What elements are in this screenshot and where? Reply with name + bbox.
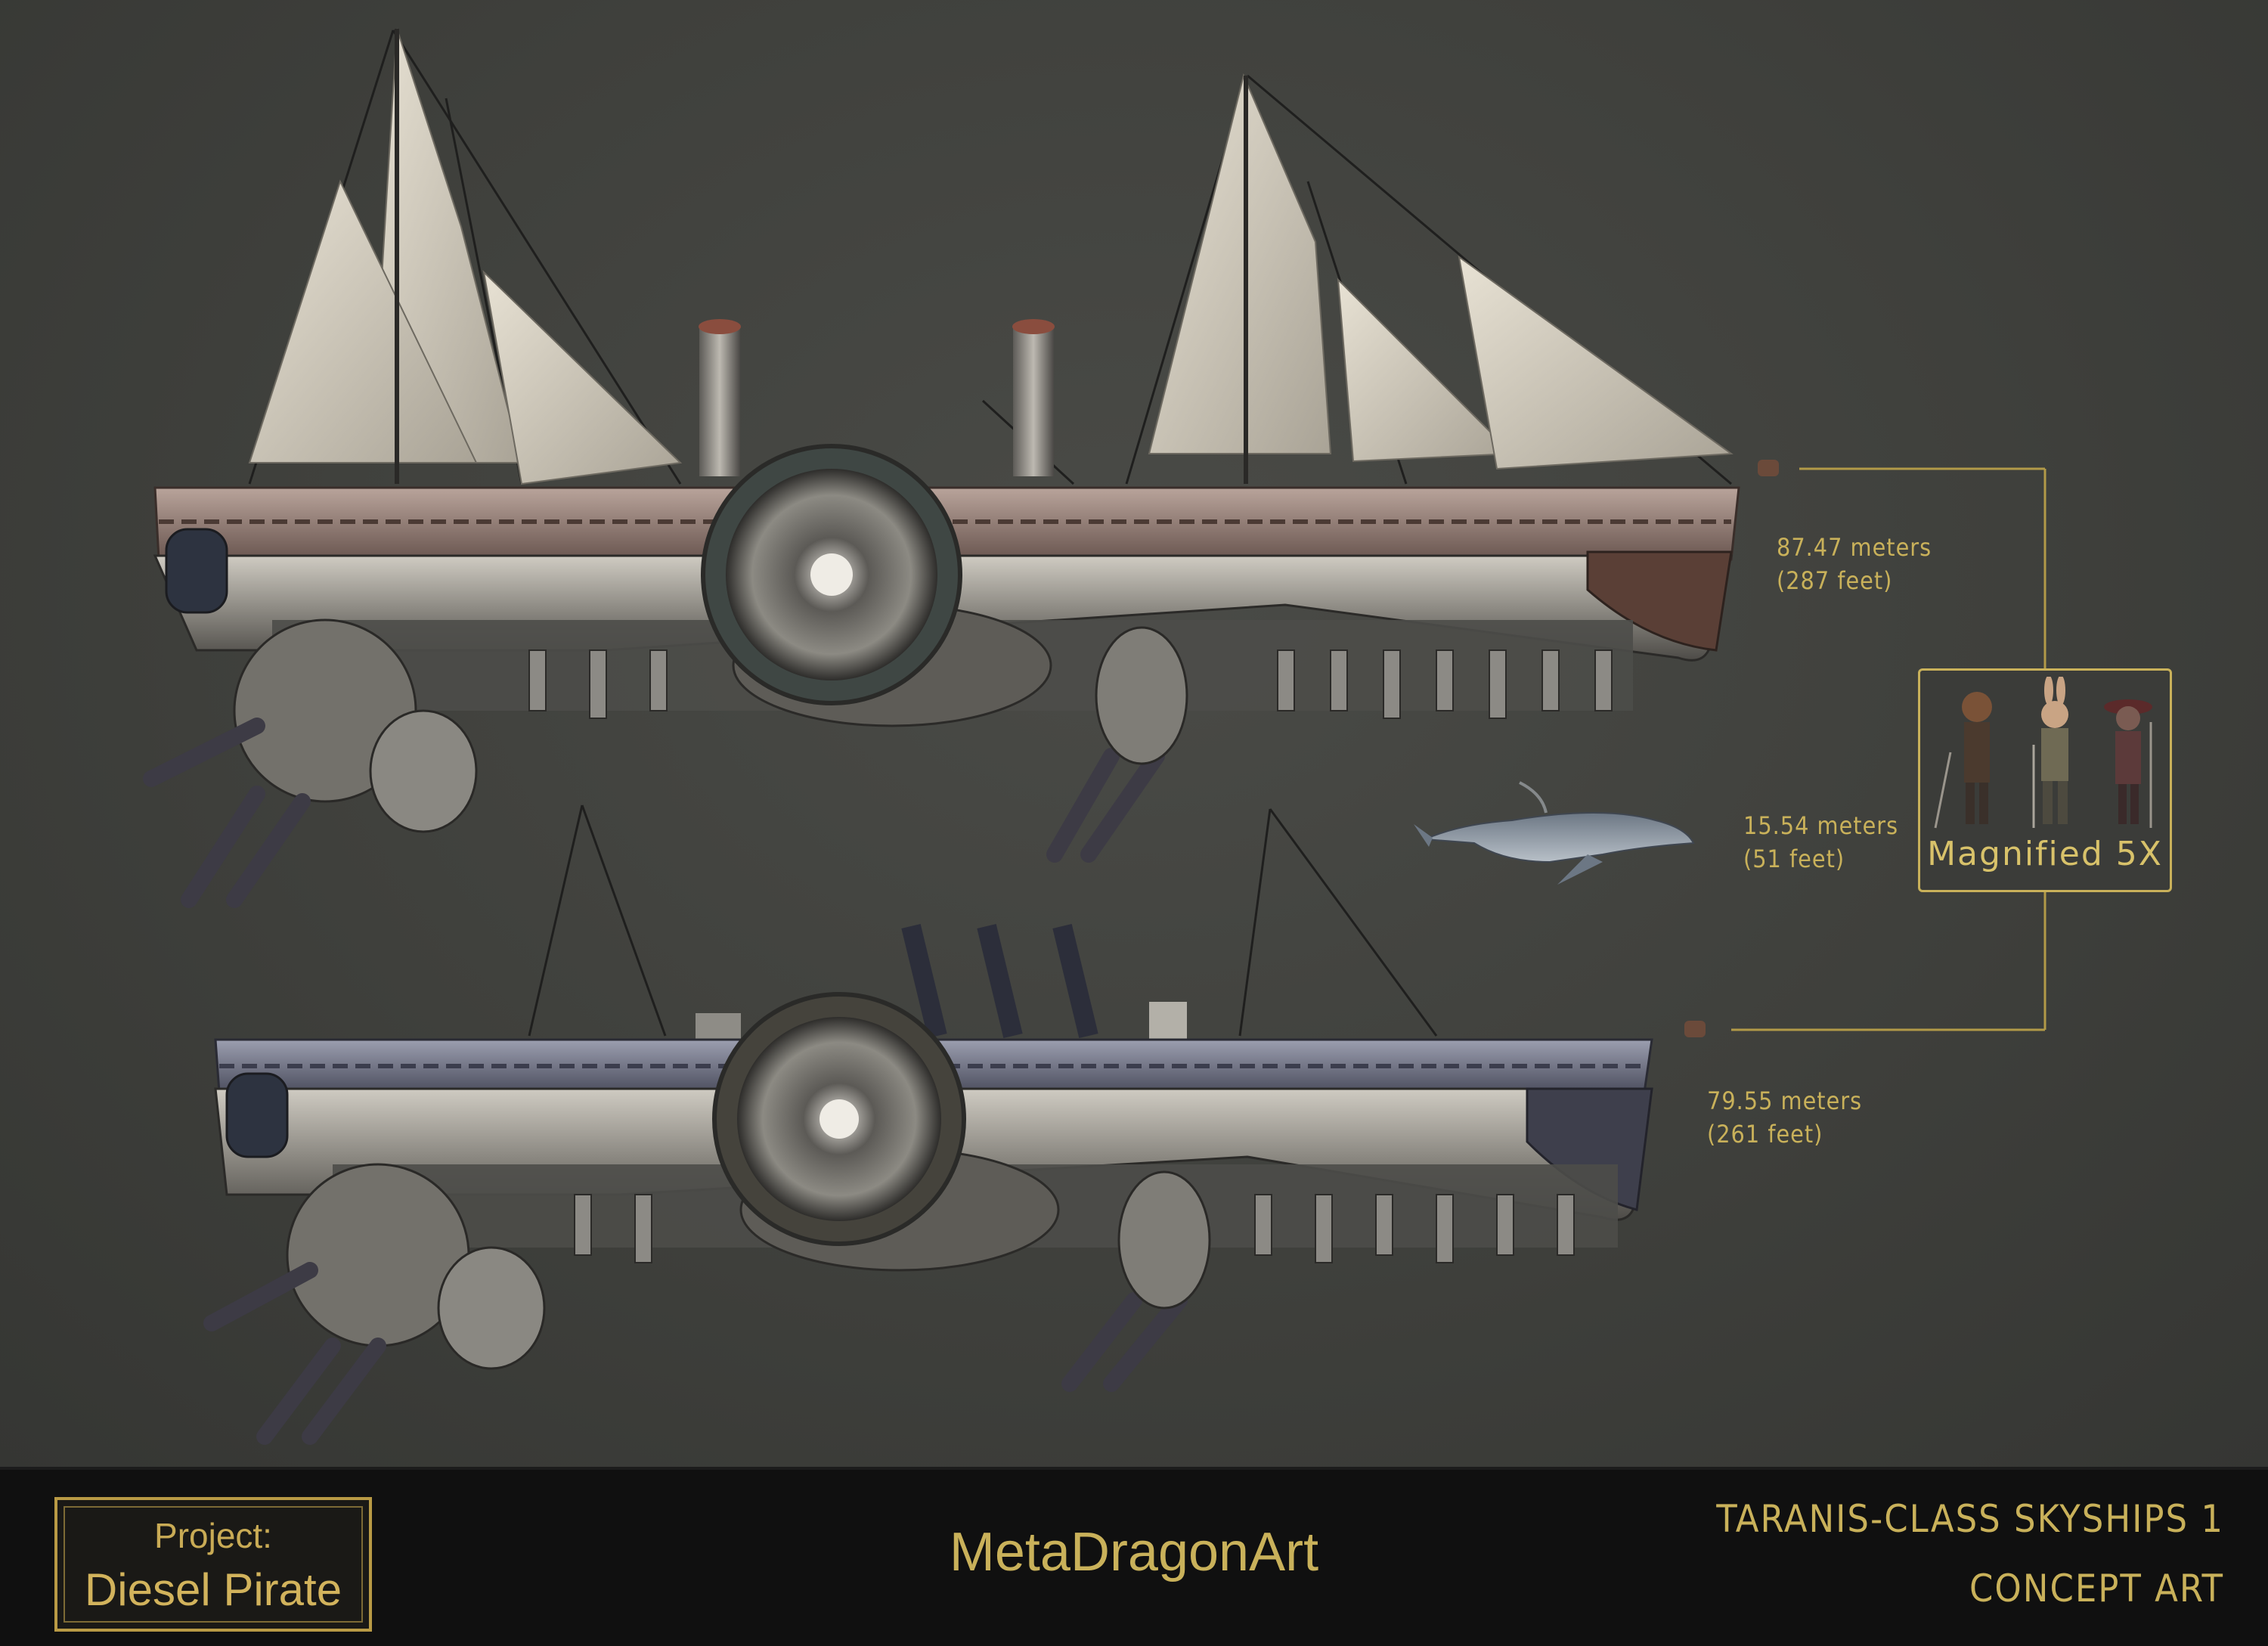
logo-line-2: Diesel Pirate [84,1564,342,1615]
measurement-meters: 79.55 meters [1707,1086,1863,1115]
scale-reference-box: Magnified 5X [1918,668,2172,892]
measurement-bottom-ship: 79.55 meters (261 feet) [1707,1084,1862,1151]
project-logo: Project: Diesel Pirate [54,1497,372,1632]
measurement-feet: (287 feet) [1777,566,1893,595]
measurement-feet: (261 feet) [1707,1120,1823,1148]
logo-line-1: Project: [154,1516,272,1555]
measurement-meters: 15.54 meters [1743,811,1899,840]
artwork-subtitle: CONCEPT ART [1969,1567,2224,1610]
artwork-canvas: 87.47 meters (287 feet) 15.54 meters (51… [0,0,2268,1467]
artwork-illustration [143,28,2046,1445]
scale-caption: Magnified 5X [1927,835,2163,873]
artwork-title: TARANIS-CLASS SKYSHIPS 1 [1716,1497,2224,1541]
scale-bracket [1731,467,2046,1031]
footer-bar: Project: Diesel Pirate MetaDragonArt TAR… [0,1467,2268,1646]
measurement-meters: 87.47 meters [1777,533,1932,562]
measurement-whale: 15.54 meters (51 feet) [1743,809,1898,876]
skyship-top [143,28,1740,908]
skyship-bottom [203,804,1653,1445]
whale-illustration [1414,781,1695,885]
measurement-top-ship: 87.47 meters (287 feet) [1777,531,1932,597]
scale-figures-tiny [1684,460,1779,1037]
measurement-feet: (51 feet) [1743,845,1845,873]
artist-brand: MetaDragonArt [949,1522,1319,1582]
character-lineup-illustration [1934,677,2152,829]
